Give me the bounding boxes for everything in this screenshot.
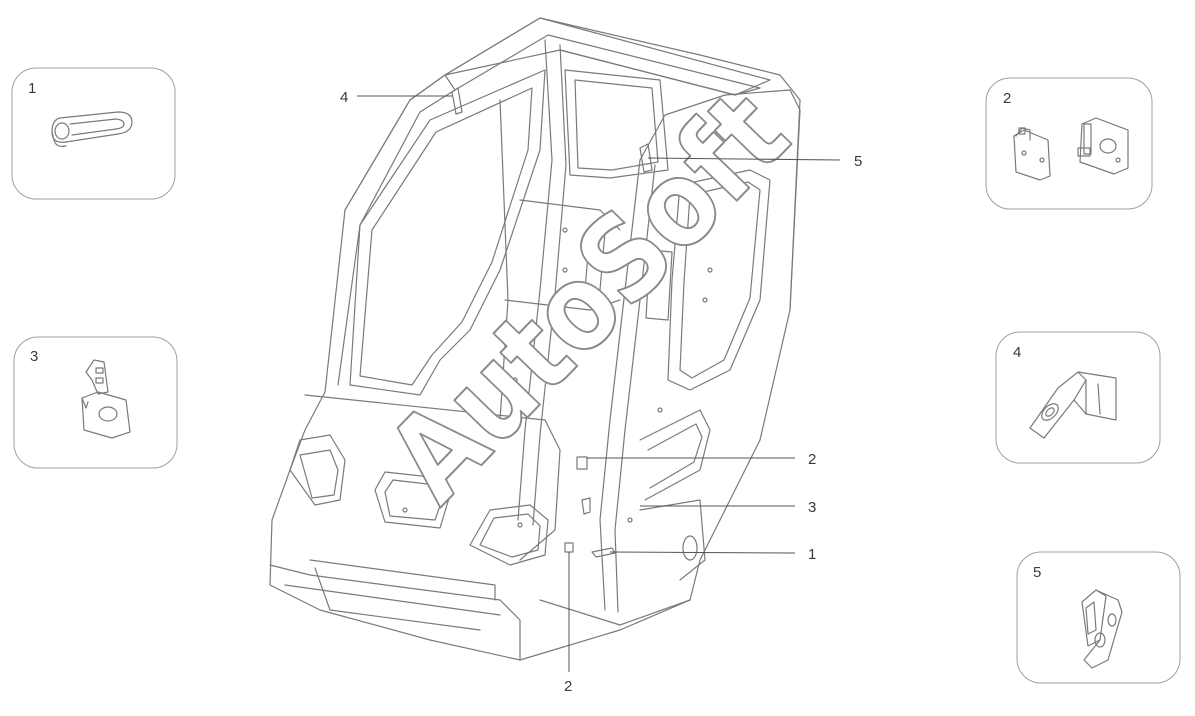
part-1-bracket <box>51 111 133 147</box>
part-2-plate-right <box>1077 117 1129 175</box>
callout-1: 1 <box>808 546 816 563</box>
callout-5: 5 <box>854 153 862 170</box>
detail-box-4: 4 <box>995 331 1161 464</box>
detail-box-1-number: 1 <box>28 80 36 97</box>
callout-2-bottom: 2 <box>564 678 572 695</box>
callout-2-right: 2 <box>808 451 816 468</box>
part-5-mount-bracket <box>1081 589 1123 669</box>
detail-box-3: 3 <box>13 336 178 469</box>
part-4-angle-bracket <box>1029 371 1117 439</box>
detail-box-2-number: 2 <box>1003 90 1011 107</box>
detail-box-3-number: 3 <box>30 348 38 365</box>
callout-4: 4 <box>340 89 348 106</box>
cab-frame <box>269 17 801 661</box>
callout-3: 3 <box>808 499 816 516</box>
callouts: 4 5 2 3 1 2 <box>340 89 862 695</box>
part-3-bracket <box>81 359 131 439</box>
detail-box-5-number: 5 <box>1033 564 1041 581</box>
part-2-plate-left <box>1013 127 1051 181</box>
detail-box-4-number: 4 <box>1013 344 1021 361</box>
detail-box-1: 1 <box>11 67 176 200</box>
detail-box-2: 2 <box>985 77 1153 210</box>
detail-box-5: 5 <box>1016 551 1181 684</box>
